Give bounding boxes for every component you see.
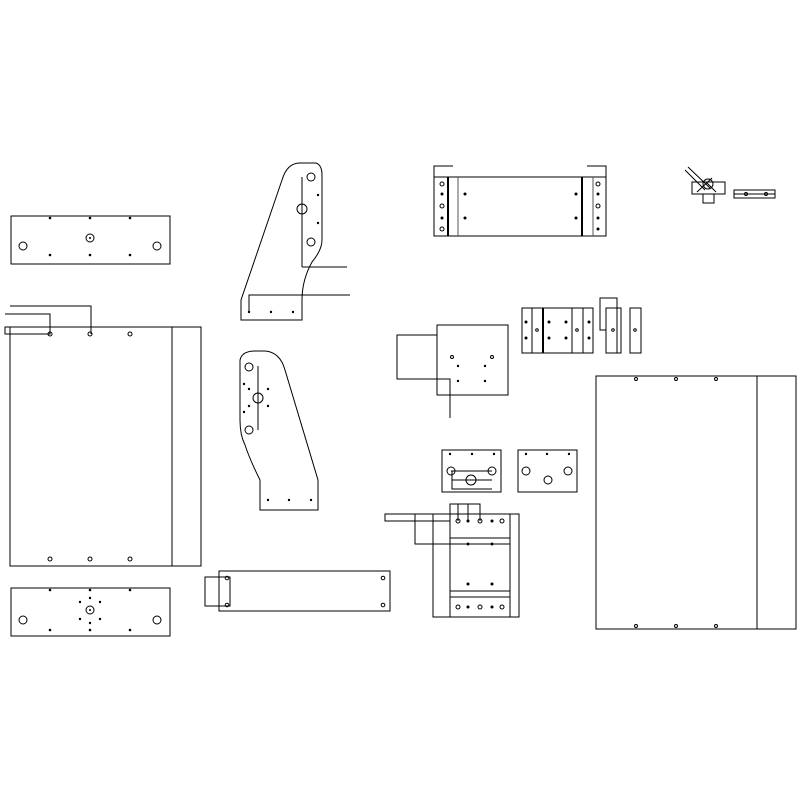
large-left-panel-part — [4, 305, 202, 567]
spacer-part — [599, 297, 642, 354]
large-right-panel-part — [595, 375, 797, 630]
bottom-bar-part — [204, 570, 391, 612]
block-a-part — [441, 449, 502, 493]
top-frame-part — [433, 165, 607, 237]
rail-block-part — [521, 307, 594, 354]
bottom-plate-part — [10, 587, 171, 637]
top-plate-part — [10, 215, 171, 265]
lower-bracket-part — [239, 350, 319, 511]
small-bar-part — [733, 189, 776, 199]
block-b-part — [517, 449, 578, 493]
clamp-detail-part — [684, 166, 726, 204]
center-plate-part — [396, 324, 509, 418]
carriage-assembly-part — [384, 503, 520, 618]
upper-bracket-part — [240, 162, 350, 321]
